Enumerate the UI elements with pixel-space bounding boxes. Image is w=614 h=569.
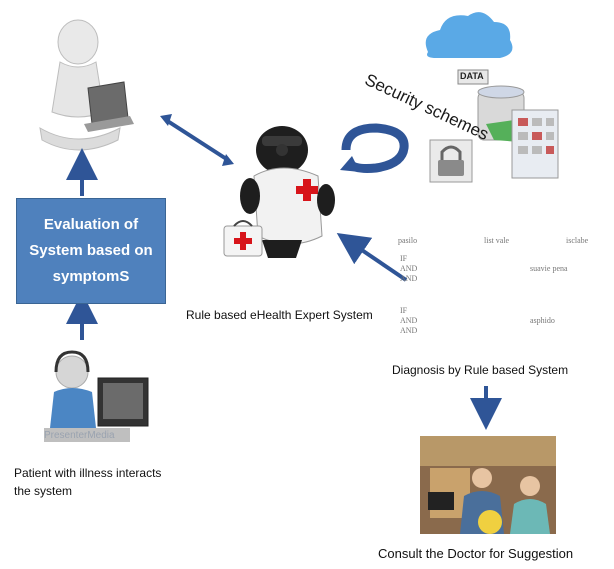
rule1-and2: AND xyxy=(400,274,418,283)
evaluation-box: Evaluation of System based on symptomS xyxy=(16,198,166,304)
laptop-user-figure xyxy=(39,19,134,151)
evaluation-line-1: Evaluation of xyxy=(43,216,139,233)
rules-header-left: pasilo xyxy=(398,236,418,245)
robot-figure xyxy=(223,126,335,258)
patient-figure xyxy=(44,350,149,442)
arrow-rules-to-robot xyxy=(336,233,408,282)
data-badge: DATA xyxy=(460,71,484,81)
curved-arrow-security xyxy=(340,123,409,173)
rule1-if: IF xyxy=(400,254,408,263)
security-graphics xyxy=(425,12,559,183)
rule2-and1: AND xyxy=(400,316,418,325)
diagnosis-caption: Diagnosis by Rule based System xyxy=(392,363,569,377)
arrow-user-robot xyxy=(164,118,230,162)
evaluation-line-3: symptomS xyxy=(52,268,130,285)
patient-caption-line-2: the system xyxy=(14,484,73,498)
consult-caption: Consult the Doctor for Suggestion xyxy=(378,546,574,561)
patient-caption-line-1: Patient with illness interacts xyxy=(14,466,162,480)
rule2-result: asphido xyxy=(530,316,555,325)
rule1-result: suavie pena xyxy=(530,264,568,273)
rules-header-mid: list vale xyxy=(484,236,510,245)
rules-header-right: isclabe xyxy=(566,236,589,245)
rule2-if: IF xyxy=(400,306,408,315)
expert-system-caption: Rule based eHealth Expert System xyxy=(186,308,373,322)
doctor-photo xyxy=(420,436,556,534)
evaluation-line-2: System based on xyxy=(29,242,153,259)
presenter-watermark: PresenterMedia xyxy=(44,430,115,441)
rule2-and2: AND xyxy=(400,326,418,335)
rule1-and1: AND xyxy=(400,264,418,273)
